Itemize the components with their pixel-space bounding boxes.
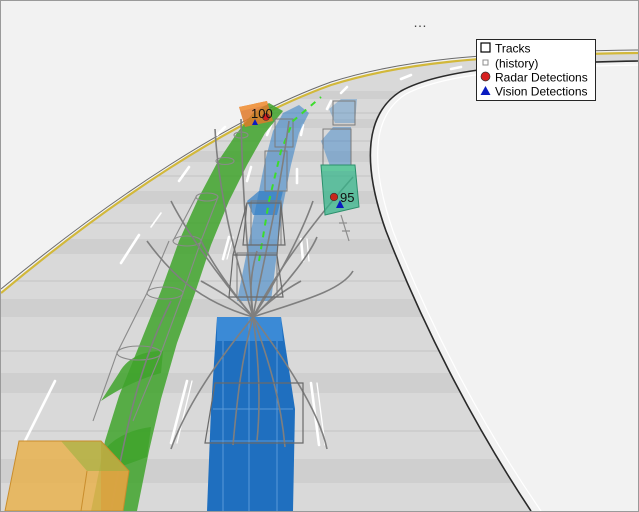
track-label-95: 95 xyxy=(340,190,354,205)
track-100-box xyxy=(239,101,273,127)
legend-item-vision: Vision Detections xyxy=(480,84,588,99)
radar-detection-100 xyxy=(262,113,270,121)
ego-vehicle xyxy=(207,317,295,511)
track-label-100: 100 xyxy=(251,106,273,121)
legend-item-tracks: Tracks xyxy=(480,41,531,56)
legend[interactable]: Tracks (history) Radar Detections Vision… xyxy=(476,39,596,101)
red-circle-icon xyxy=(480,71,491,82)
lane-markings xyxy=(23,65,463,447)
small-square-icon xyxy=(480,57,491,68)
track-95-box xyxy=(320,164,360,242)
radar-detection-95 xyxy=(329,192,339,202)
legend-item-history: (history) xyxy=(480,56,538,71)
vision-detection-95 xyxy=(336,200,344,208)
track-wireframes xyxy=(204,202,304,444)
near-track-box xyxy=(4,440,130,511)
track-95-history xyxy=(339,214,350,242)
square-outline-icon xyxy=(480,42,491,53)
legend-item-radar: Radar Detections xyxy=(480,70,588,85)
vision-detection-100 xyxy=(252,119,258,125)
more-options-button[interactable]: … xyxy=(413,14,428,30)
blue-triangle-icon xyxy=(480,85,491,96)
lane-center-trace xyxy=(258,96,322,262)
